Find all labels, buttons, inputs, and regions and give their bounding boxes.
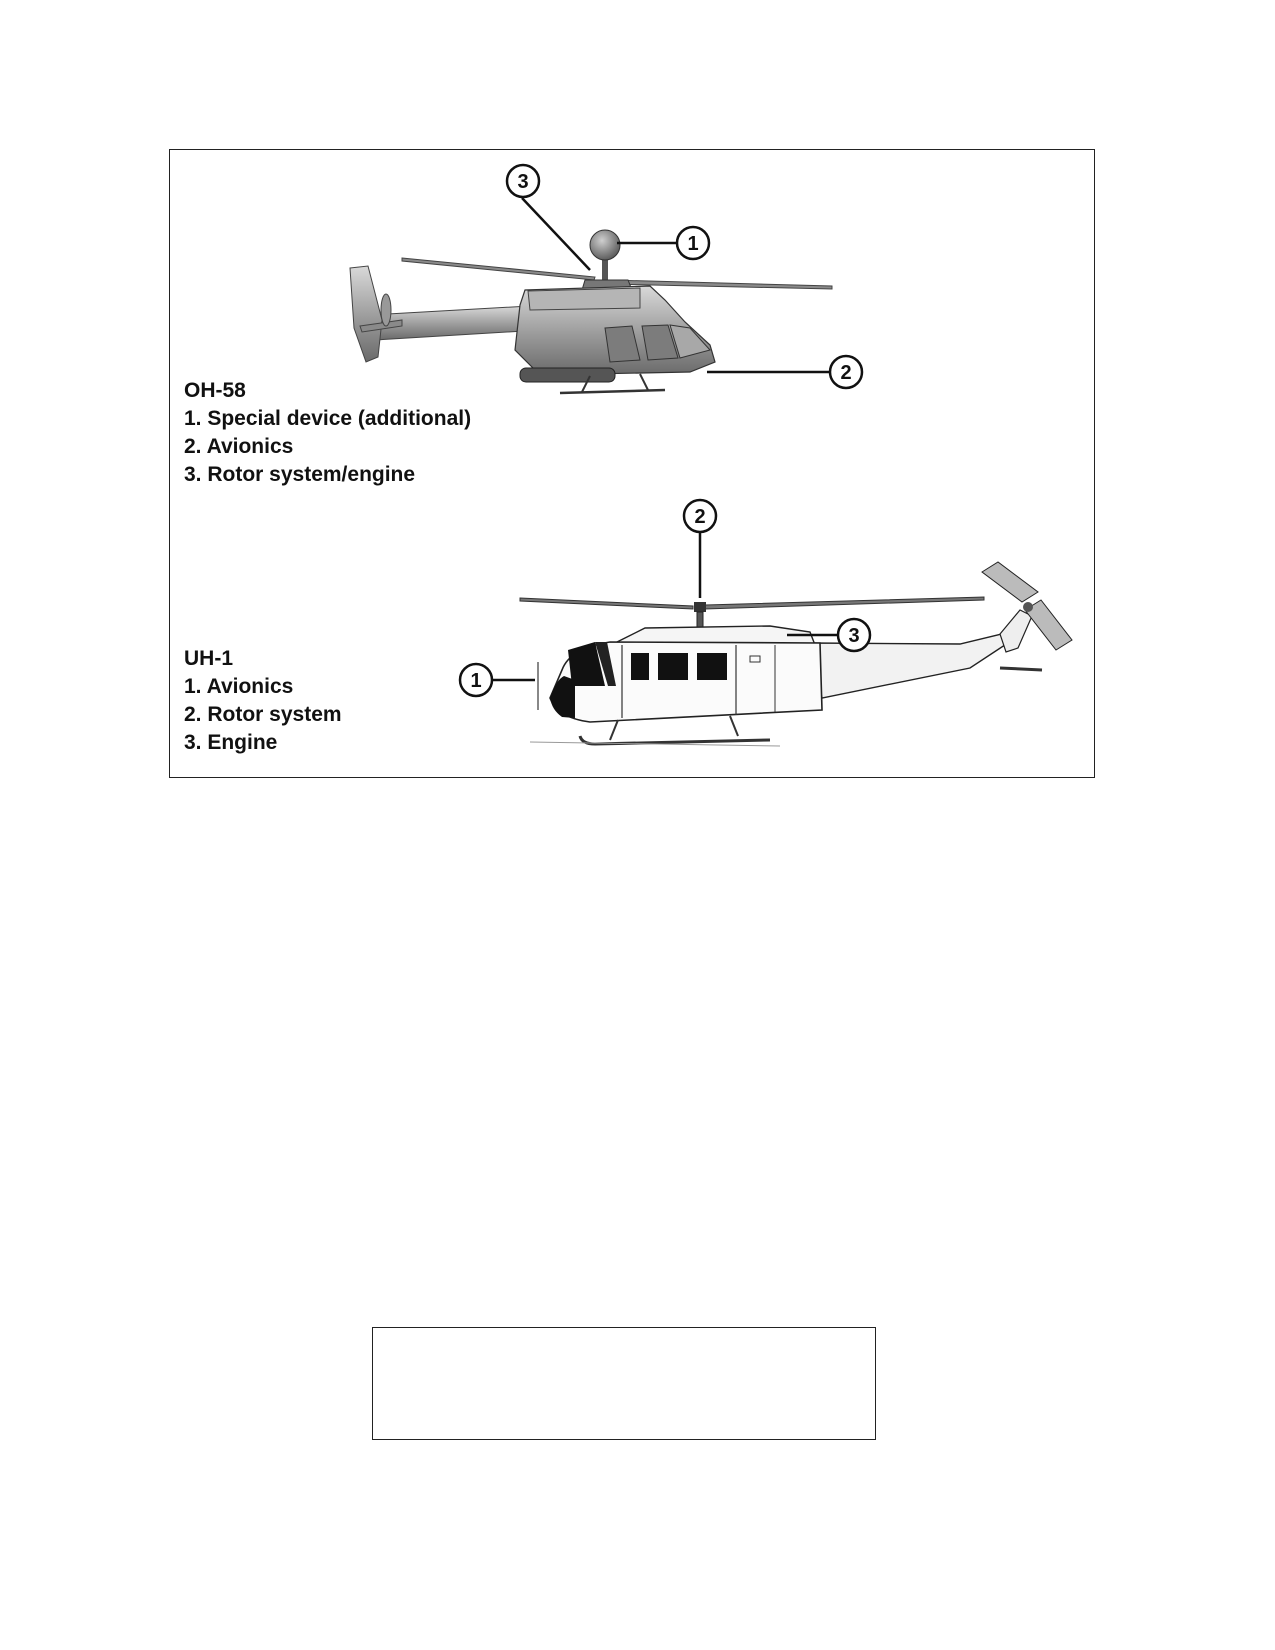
oh58-callout-2: 2	[828, 354, 864, 390]
uh1-legend-item: 2. Rotor system	[184, 703, 342, 726]
uh1-callout-lines	[493, 532, 838, 682]
caption-box	[372, 1327, 876, 1440]
uh1-callout-2-number: 2	[694, 506, 705, 528]
oh58-legend-item: 2. Avionics	[184, 435, 294, 458]
oh58-callout-3-number: 3	[517, 171, 528, 193]
uh1-callout-3-number: 3	[848, 625, 859, 647]
uh1-callout-1: 1	[458, 662, 494, 698]
oh58-helicopter-illustration	[349, 229, 833, 395]
oh58-legend-title: OH-58	[184, 379, 246, 402]
uh1-callout-3: 3	[836, 617, 872, 653]
uh1-legend-item: 1. Avionics	[184, 675, 294, 698]
oh58-callout-3: 3	[505, 163, 541, 199]
oh58-callout-1: 1	[675, 225, 711, 261]
oh58-callout-2-number: 2	[840, 362, 851, 384]
uh1-legend-title: UH-1	[184, 647, 234, 670]
oh58-legend: OH-58 1. Special device (additional) 2. …	[184, 377, 471, 489]
helicopter-diagram: 1 2 3	[349, 163, 1073, 747]
uh1-legend: UH-1 1. Avionics 2. Rotor system 3. Engi…	[184, 645, 342, 757]
uh1-helicopter-illustration	[519, 561, 1073, 747]
oh58-callout-1-number: 1	[687, 233, 698, 255]
figure-panel: 1 2 3	[169, 149, 1095, 778]
oh58-legend-item: 3. Rotor system/engine	[184, 463, 416, 486]
uh1-callout-1-number: 1	[470, 670, 481, 692]
uh1-legend-item: 3. Engine	[184, 731, 278, 754]
oh58-legend-item: 1. Special device (additional)	[184, 407, 472, 430]
oh58-callout-lines	[521, 197, 830, 374]
uh1-callout-2: 2	[682, 498, 718, 534]
